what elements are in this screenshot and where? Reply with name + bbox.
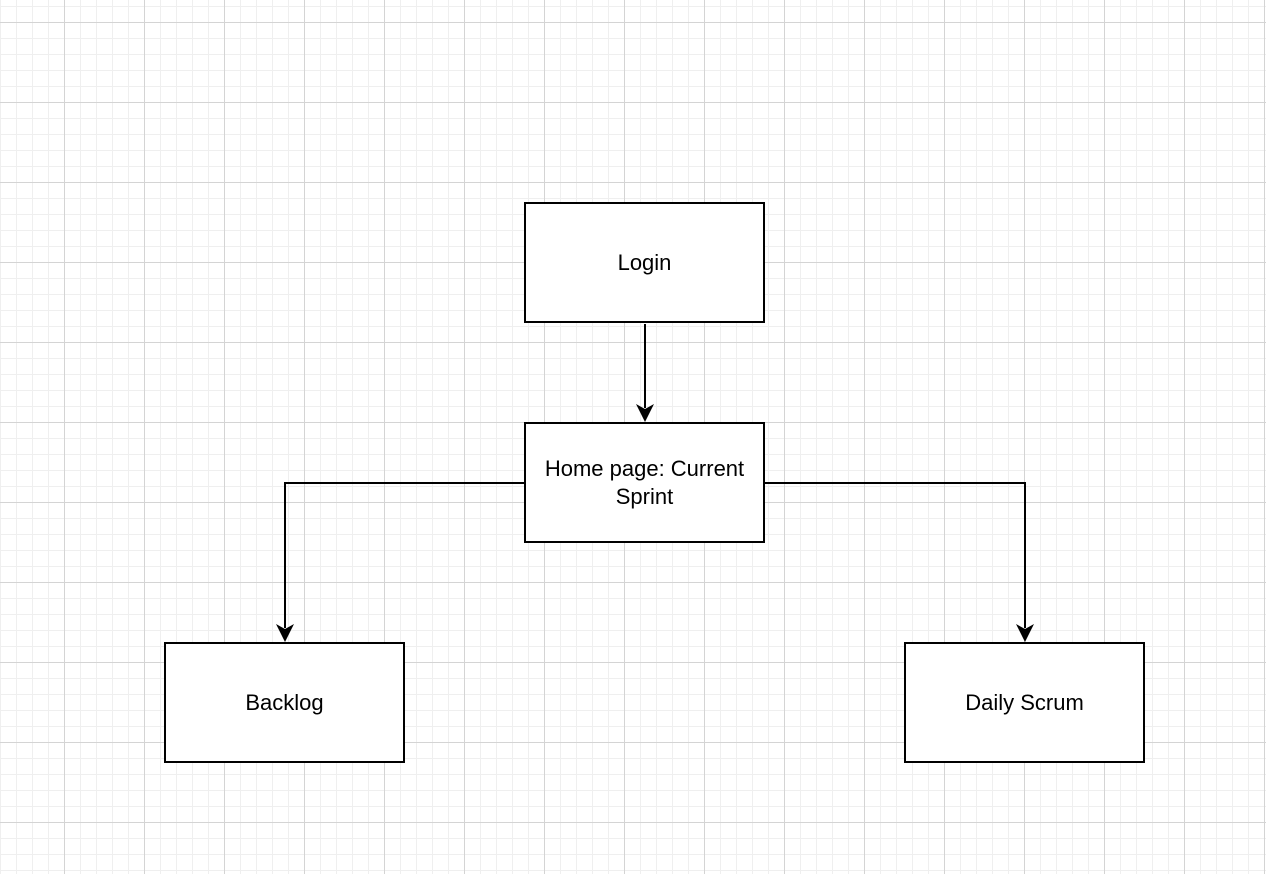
node-home-label: Home page: Current Sprint: [544, 455, 745, 509]
edge-home-to-daily-scrum[interactable]: [765, 482, 1026, 628]
arrowhead-home-to-backlog: [276, 624, 294, 642]
edge-home-to-backlog[interactable]: [284, 482, 524, 628]
node-daily-scrum-label: Daily Scrum: [965, 689, 1084, 715]
node-login-label: Login: [617, 249, 672, 275]
node-backlog-label: Backlog: [245, 689, 324, 715]
node-backlog[interactable]: Backlog: [164, 642, 405, 763]
arrowhead-home-to-daily-scrum: [1016, 624, 1034, 642]
node-login[interactable]: Login: [524, 202, 765, 323]
arrowhead-login-to-home: [636, 404, 654, 422]
node-home-current-sprint[interactable]: Home page: Current Sprint: [524, 422, 765, 543]
node-daily-scrum[interactable]: Daily Scrum: [904, 642, 1145, 763]
